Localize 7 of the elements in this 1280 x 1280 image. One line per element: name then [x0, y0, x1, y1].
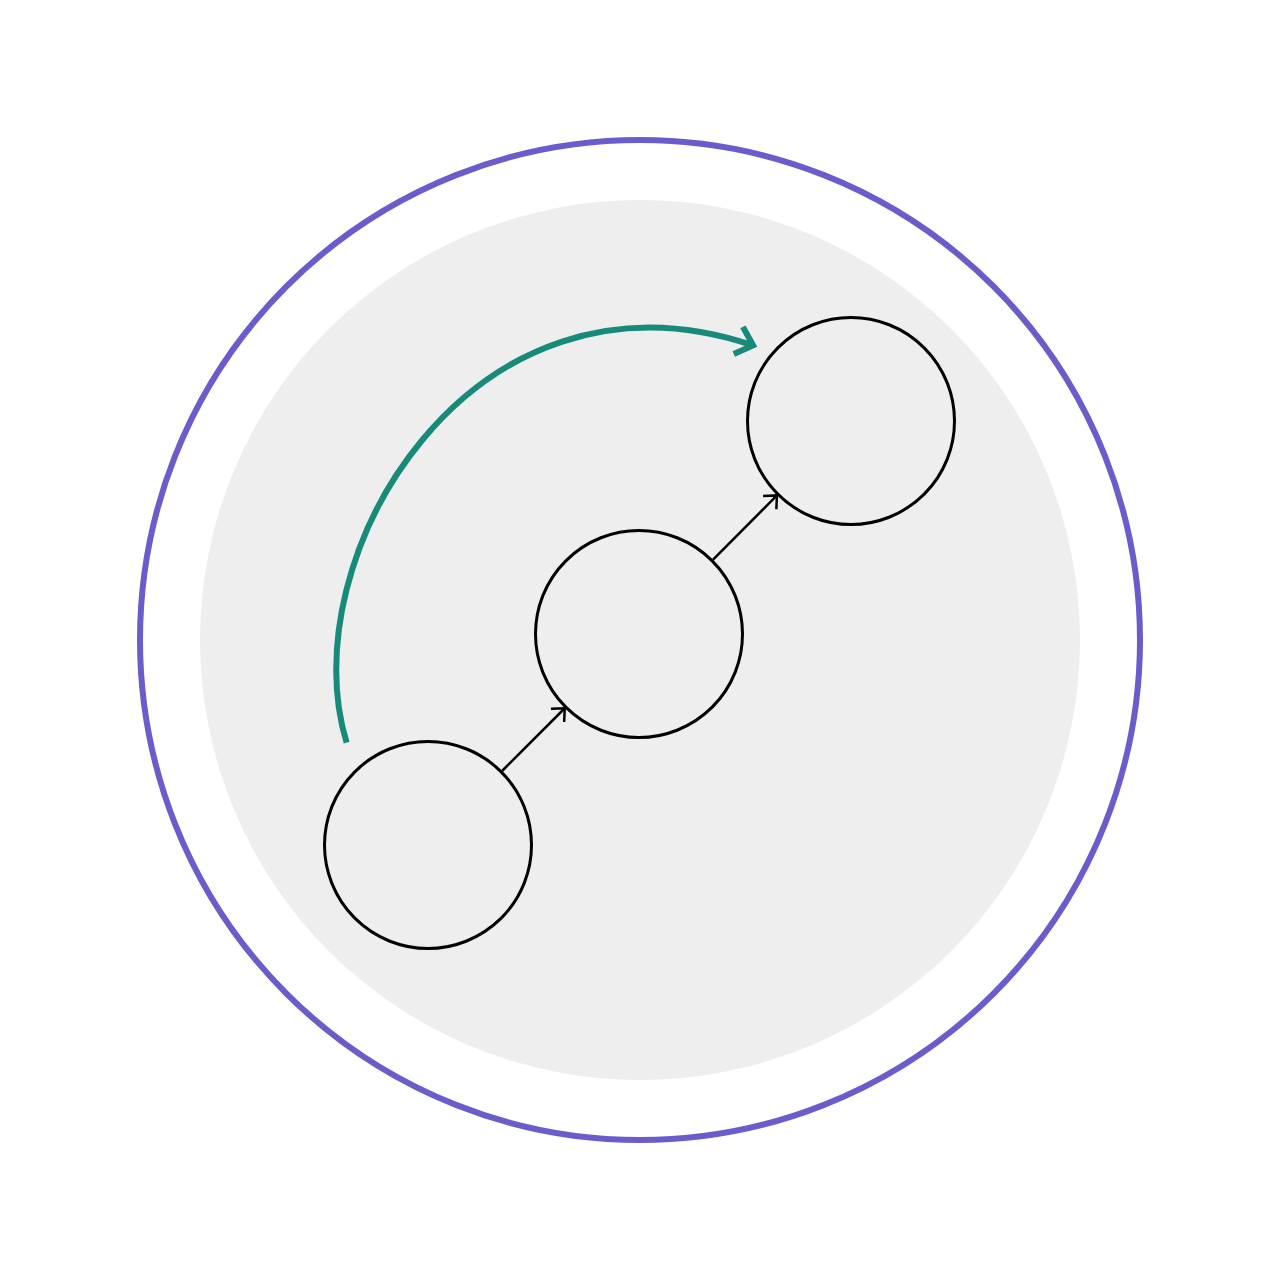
circle — [746, 316, 956, 526]
curved-arrow — [334, 325, 757, 744]
ring — [137, 137, 1143, 1143]
arrow — [712, 494, 779, 561]
arrow — [501, 707, 566, 772]
circle — [534, 529, 744, 739]
circle — [323, 740, 533, 950]
